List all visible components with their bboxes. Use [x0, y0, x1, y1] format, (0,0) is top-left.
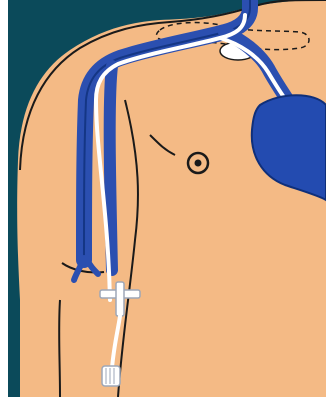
luer-connector — [102, 366, 120, 386]
vein-basilic — [110, 66, 112, 270]
arm-bottom-edge — [59, 300, 60, 397]
